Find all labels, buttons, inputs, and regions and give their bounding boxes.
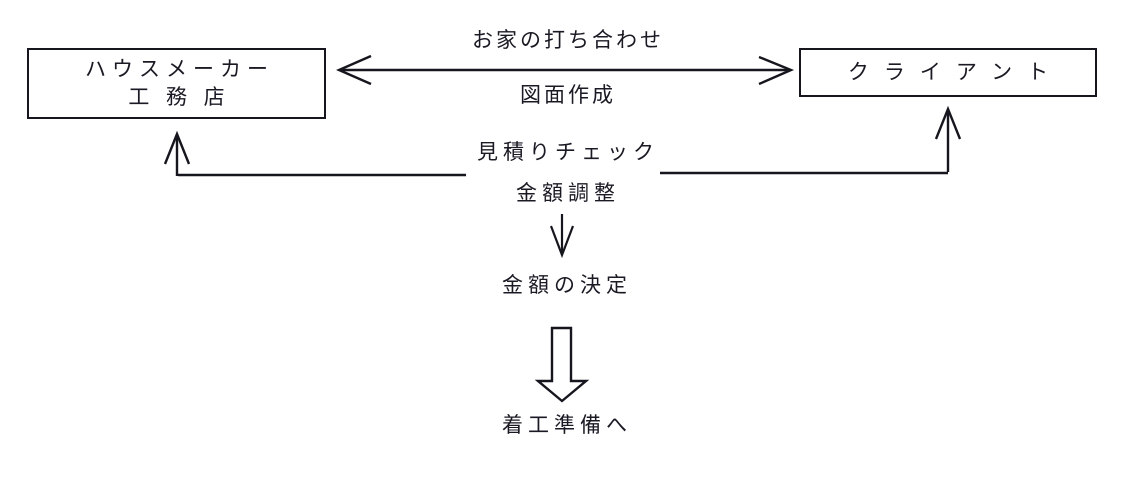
bidirectional-connector-maker-client — [336, 54, 795, 86]
node-house-maker[interactable]: ハウスメーカー 工 務 店 — [27, 48, 326, 119]
node-client[interactable]: クライアント — [799, 48, 1097, 97]
node-house-maker-line-1: ハウスメーカー — [85, 56, 274, 81]
block-arrow-to-construction-prep — [534, 326, 590, 403]
arrowhead-up-to-maker — [163, 130, 191, 165]
edge-label-drawing: 図面作成 — [448, 85, 688, 106]
arrowhead-up-to-client — [934, 105, 962, 140]
step-construction-prep: 着工準備へ — [502, 413, 632, 437]
down-arrow-to-amount-decision — [549, 214, 575, 259]
feedback-loop-connector — [163, 105, 962, 177]
arrowhead-left-to-maker — [336, 54, 372, 86]
edge-label-price-adjustment: 金額調整 — [459, 183, 672, 204]
step-amount-decision: 金額の決定 — [502, 273, 632, 297]
node-client-label: クライアント — [847, 59, 1064, 84]
edge-label-estimate-check: 見積りチェック — [459, 142, 672, 163]
arrowhead-right-to-client — [758, 55, 795, 86]
edge-label-meeting: お家の打ち合わせ — [448, 30, 688, 51]
node-house-maker-line-2: 工 務 店 — [128, 84, 230, 109]
down-arrowhead — [549, 225, 575, 259]
